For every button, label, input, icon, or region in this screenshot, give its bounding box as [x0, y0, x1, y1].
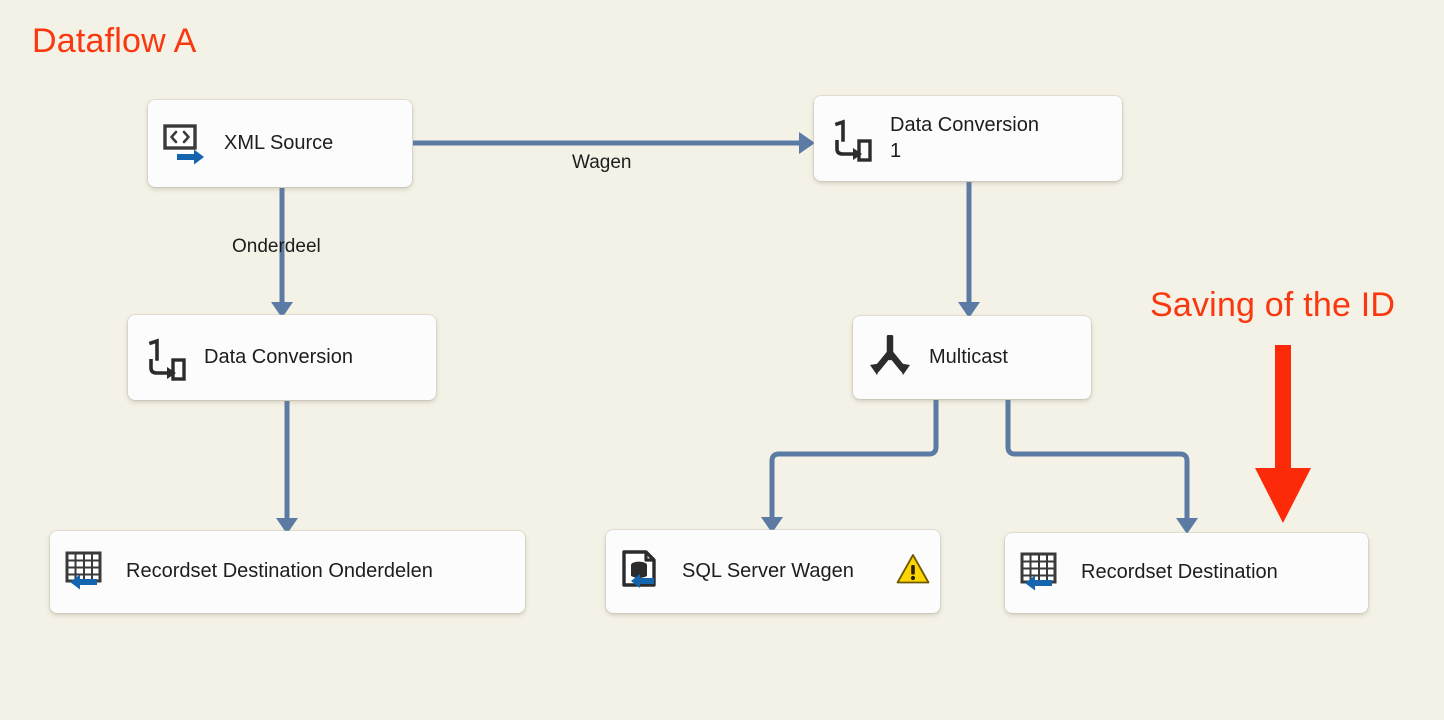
edge-label-xml-source-to-data-conversion: Onderdeel: [232, 236, 321, 257]
connector-data-conversion-1-to-multicast: [958, 182, 980, 318]
node-multicast[interactable]: Multicast: [853, 316, 1091, 399]
recordset-destination-icon: [1019, 550, 1065, 596]
xml-source-icon: [162, 121, 208, 167]
node-label: Recordset Destination: [1081, 561, 1278, 584]
multicast-icon: [867, 333, 913, 381]
connector-multicast-to-sql-server-wagen: [761, 400, 939, 533]
connector-xml-source-to-data-conversion-1: [413, 132, 815, 154]
status-badge[interactable]: [896, 552, 930, 591]
node-data-conversion-1[interactable]: Data Conversion 1: [814, 96, 1122, 181]
sql-server-destination-icon: [620, 549, 666, 595]
node-label: XML Source: [224, 131, 334, 154]
edge-label-xml-source-to-data-conversion-1: Wagen: [572, 152, 632, 173]
node-label: Data Conversion: [204, 345, 353, 368]
node-label: SQL Server Wagen: [682, 559, 854, 582]
data-conversion-icon: [142, 335, 188, 381]
node-recordset-destination[interactable]: Recordset Destination: [1005, 533, 1368, 613]
node-label: Data Conversion 1: [890, 113, 1039, 162]
xml-source-icon: [162, 121, 208, 167]
sql-server-destination-icon: [620, 549, 666, 595]
warning-triangle-icon[interactable]: [896, 552, 930, 591]
saving-of-the-id-note: Saving of the ID: [1150, 286, 1396, 324]
connector-multicast-to-recordset-destination: [1005, 400, 1198, 534]
recordset-destination-icon: [1019, 550, 1065, 596]
node-data-conversion[interactable]: Data Conversion: [128, 315, 436, 400]
multicast-icon: [867, 333, 913, 381]
red-annotation-arrow: [1255, 345, 1311, 523]
recordset-destination-icon: [64, 549, 110, 595]
connector-data-conversion-to-recordset-onderdelen: [276, 401, 298, 534]
page-title: Dataflow A: [32, 22, 197, 60]
node-label: Multicast: [929, 345, 1008, 368]
data-conversion-icon: [828, 116, 874, 162]
node-sql-server-wagen[interactable]: SQL Server Wagen: [606, 530, 940, 613]
data-conversion-icon: [828, 116, 874, 162]
node-recordset-destination-onderdelen[interactable]: Recordset Destination Onderdelen: [50, 531, 525, 613]
node-label: Recordset Destination Onderdelen: [126, 560, 433, 583]
node-xml-source[interactable]: XML Source: [148, 100, 412, 187]
data-conversion-icon: [142, 335, 188, 381]
recordset-destination-icon: [64, 549, 110, 595]
